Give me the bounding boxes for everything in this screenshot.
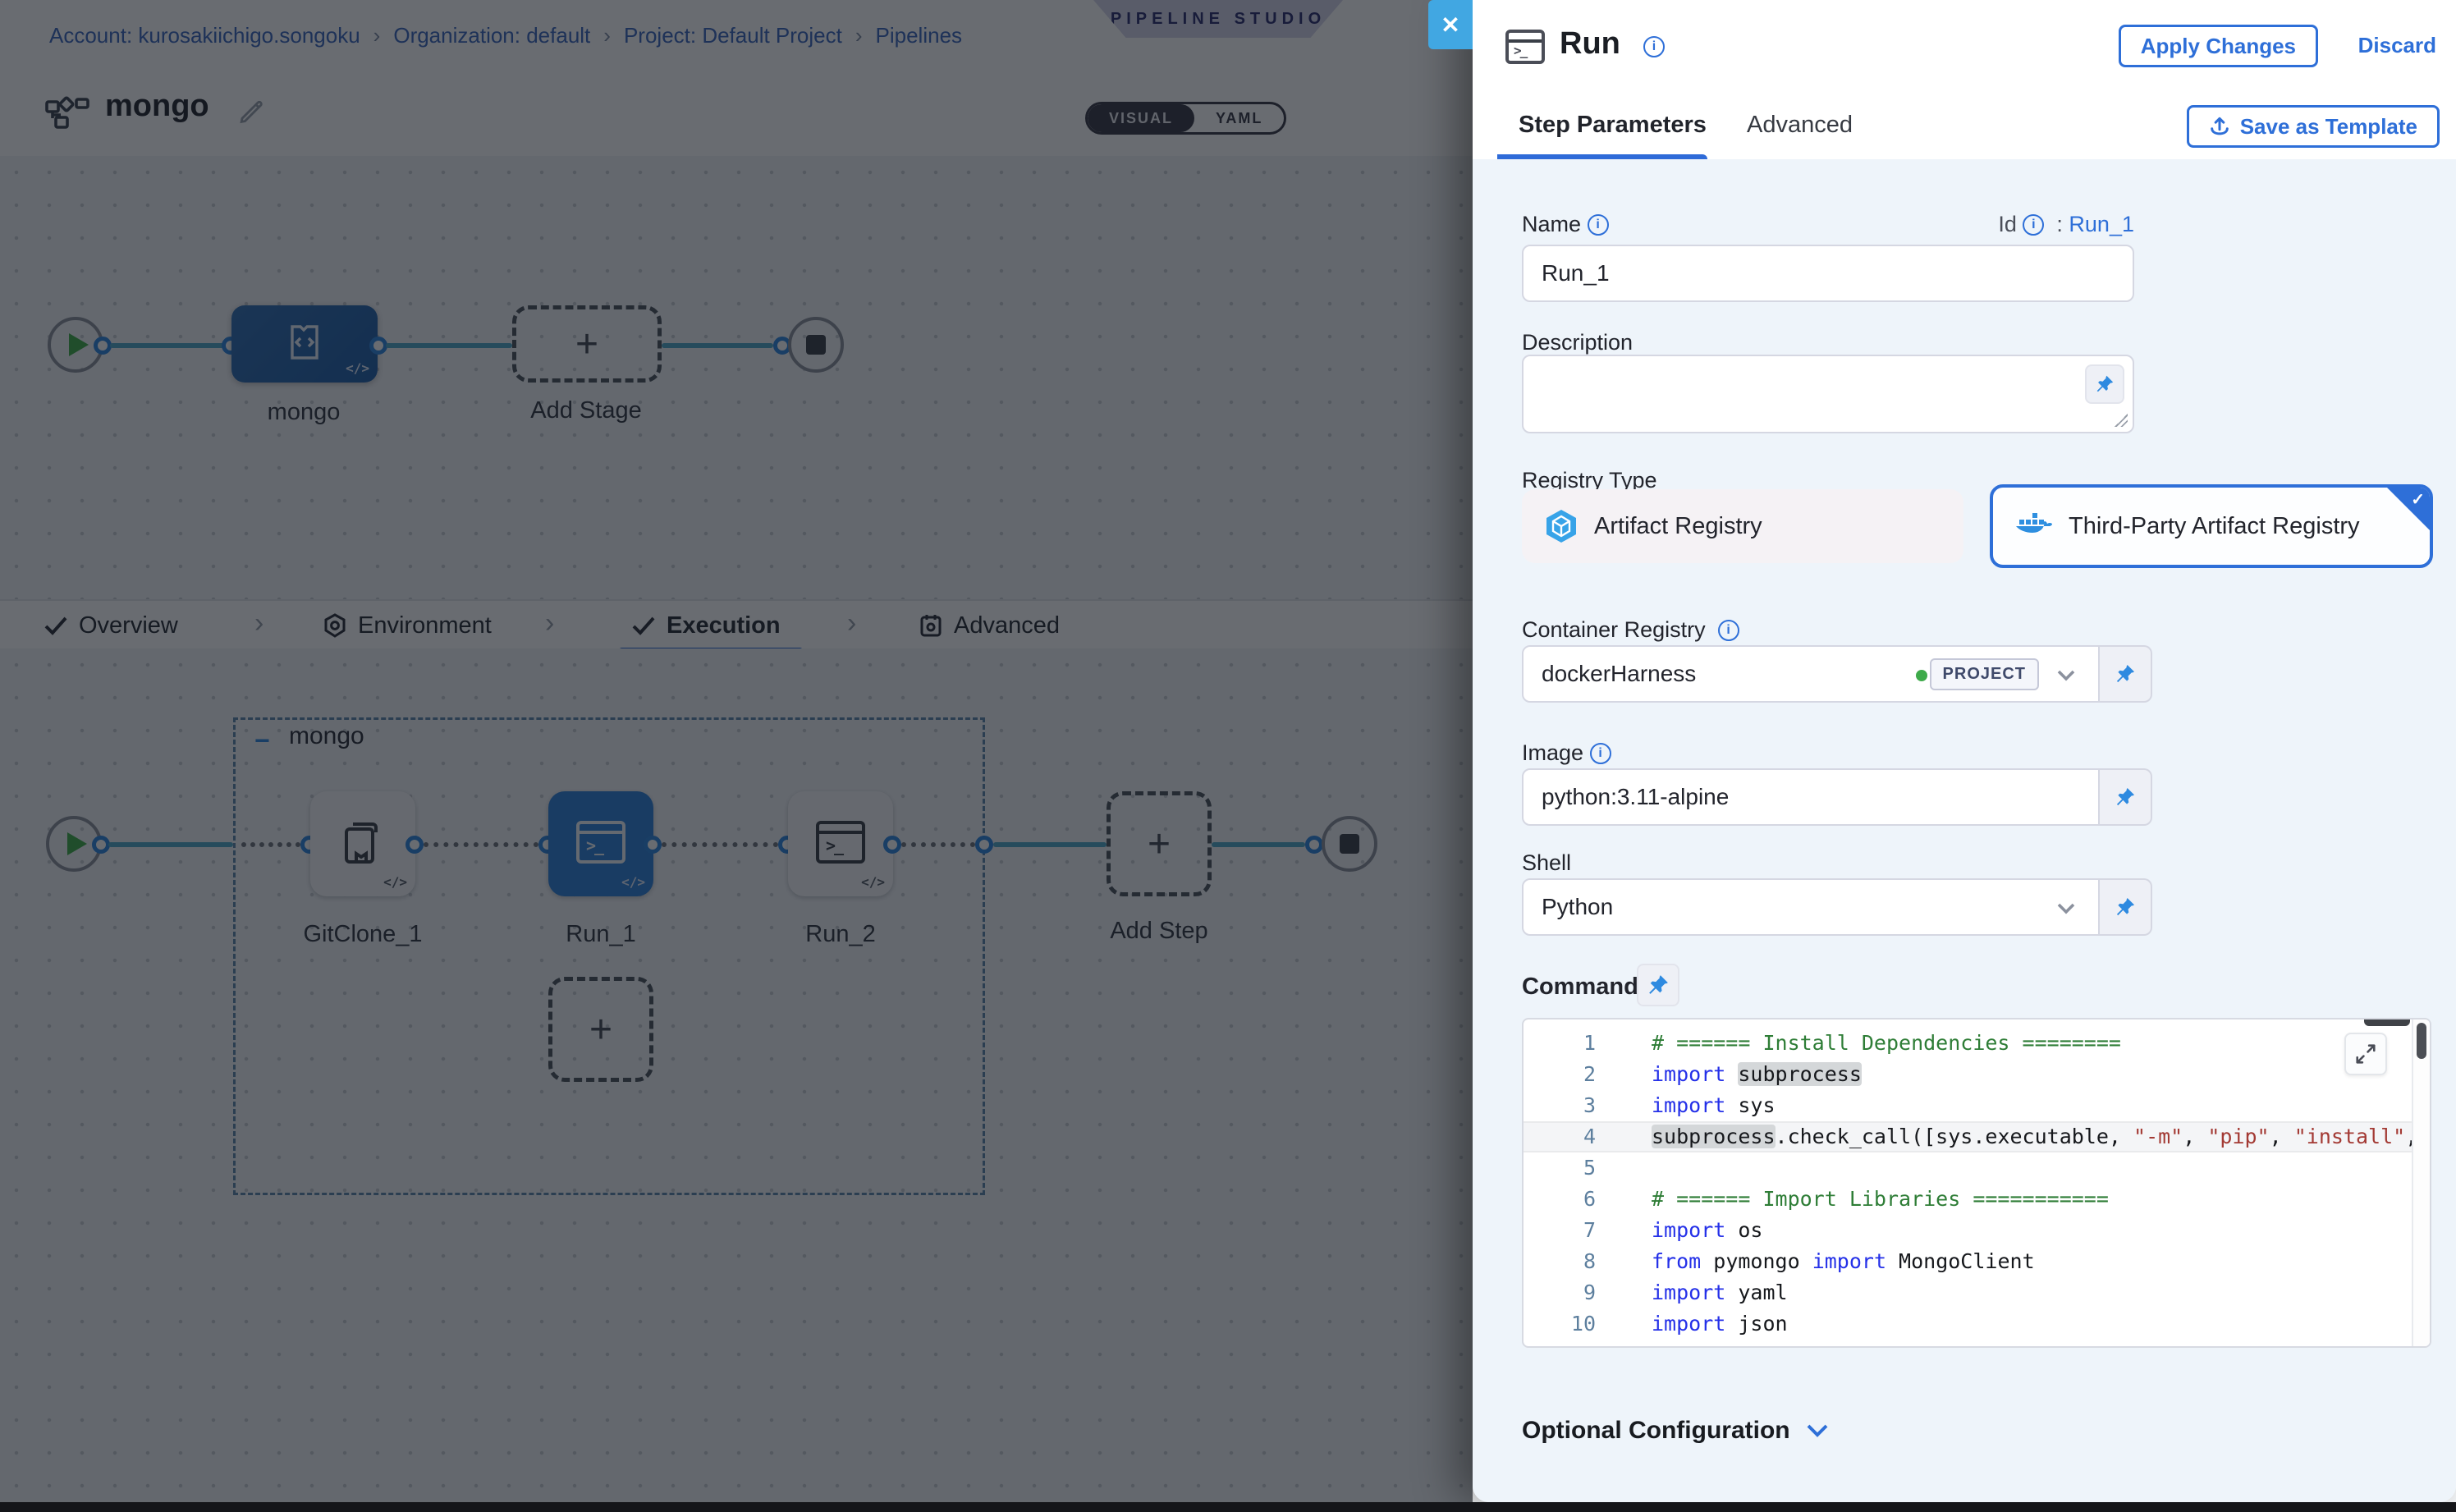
- step-id-value[interactable]: Run_1: [2069, 212, 2134, 236]
- pin-runtime-input-icon[interactable]: [1637, 964, 1679, 1006]
- registry-option-third-party[interactable]: ✓ Third-Party Artifact Registry: [1990, 484, 2433, 568]
- step-id: Id i : Run_1: [1998, 212, 2134, 236]
- shell-field: Python: [1522, 878, 2152, 936]
- image-field: python:3.11-alpine: [1522, 768, 2152, 826]
- info-icon[interactable]: i: [1587, 214, 1609, 236]
- registry-option-artifact[interactable]: Artifact Registry: [1522, 489, 1963, 563]
- container-registry-field: dockerHarness PROJECT: [1522, 645, 2152, 703]
- registry-option-label: Third-Party Artifact Registry: [2069, 512, 2360, 539]
- code-line[interactable]: 5: [1583, 1156, 1596, 1180]
- info-icon[interactable]: i: [2023, 214, 2045, 236]
- description-label: Description: [1522, 330, 1634, 355]
- docker-icon: [2016, 513, 2052, 533]
- image-input[interactable]: python:3.11-alpine: [1522, 768, 2100, 826]
- info-icon[interactable]: i: [1643, 36, 1665, 57]
- resize-handle[interactable]: [2115, 414, 2128, 427]
- step-parameters-form: Name i Id i : Run_1 Description Registry…: [1473, 159, 2456, 1502]
- run-step-icon: >_: [1505, 30, 1545, 64]
- code-line[interactable]: 1# ====== Install Dependencies ========: [1583, 1031, 2121, 1055]
- container-registry-input[interactable]: dockerHarness PROJECT: [1522, 645, 2100, 703]
- name-input[interactable]: [1522, 245, 2134, 302]
- image-label: Image i: [1522, 740, 1611, 766]
- chevron-down-icon: [1807, 1424, 1828, 1437]
- registry-type-label: Registry Type: [1522, 468, 1657, 493]
- artifact-registry-icon: [1546, 510, 1576, 543]
- command-code-editor[interactable]: 1# ====== Install Dependencies ======== 2…: [1522, 1018, 2431, 1348]
- active-tab-underline: [1497, 154, 1707, 161]
- apply-changes-button[interactable]: Apply Changes: [2118, 25, 2318, 67]
- pin-runtime-input-icon[interactable]: [2085, 364, 2124, 404]
- drawer-title: Run: [1560, 26, 1620, 61]
- chevron-down-icon[interactable]: [2057, 903, 2075, 914]
- discard-button[interactable]: Discard: [2357, 33, 2436, 57]
- pin-runtime-input-icon[interactable]: [2100, 878, 2152, 936]
- step-config-drawer: ✕ >_ Run i Apply Changes Discard Step Pa…: [1428, 0, 2456, 1502]
- shell-select[interactable]: Python: [1522, 878, 2100, 936]
- selected-corner: [2384, 488, 2430, 534]
- drawer-backdrop[interactable]: [0, 0, 1473, 1512]
- close-drawer-button[interactable]: ✕: [1428, 0, 1473, 49]
- info-icon[interactable]: i: [1717, 620, 1739, 641]
- optional-configuration-label: Optional Configuration: [1522, 1417, 1790, 1444]
- name-label: Name i: [1522, 212, 1609, 237]
- tab-step-parameters[interactable]: Step Parameters: [1519, 112, 1707, 138]
- connector-status-dot: [1916, 670, 1927, 681]
- optional-configuration-toggle[interactable]: Optional Configuration: [1522, 1417, 1828, 1445]
- registry-option-label: Artifact Registry: [1594, 512, 1762, 539]
- editor-scrollbar-thumb[interactable]: [2364, 1019, 2410, 1026]
- tab-advanced[interactable]: Advanced: [1747, 112, 1853, 138]
- drawer-tabs: Step Parameters Advanced Save as Templat…: [1473, 95, 2456, 161]
- save-as-template-button[interactable]: Save as Template: [2186, 105, 2440, 148]
- check-icon: ✓: [2411, 491, 2425, 509]
- info-icon[interactable]: i: [1589, 743, 1611, 764]
- studio-main-area: Account: kurosakiichigo.songoku›Organiza…: [0, 0, 1473, 1512]
- editor-scrollbar[interactable]: [2412, 1019, 2430, 1346]
- pin-runtime-input-icon[interactable]: [2100, 645, 2152, 703]
- description-textarea[interactable]: [1522, 355, 2134, 433]
- save-as-template-label: Save as Template: [2239, 113, 2417, 139]
- chevron-down-icon[interactable]: [2057, 670, 2075, 681]
- code-line[interactable]: 6# ====== Import Libraries ===========: [1583, 1187, 2109, 1211]
- scope-badge: PROJECT: [1929, 658, 2039, 690]
- container-registry-label: Container Registry i: [1522, 617, 1739, 643]
- pin-runtime-input-icon[interactable]: [2100, 768, 2152, 826]
- command-label: Command i: [1522, 974, 1666, 1001]
- screen-bottom-edge: [0, 1502, 2456, 1512]
- shell-label: Shell: [1522, 850, 1572, 875]
- drawer-header: >_ Run i Apply Changes Discard: [1473, 0, 2456, 97]
- expand-editor-icon[interactable]: [2344, 1033, 2387, 1075]
